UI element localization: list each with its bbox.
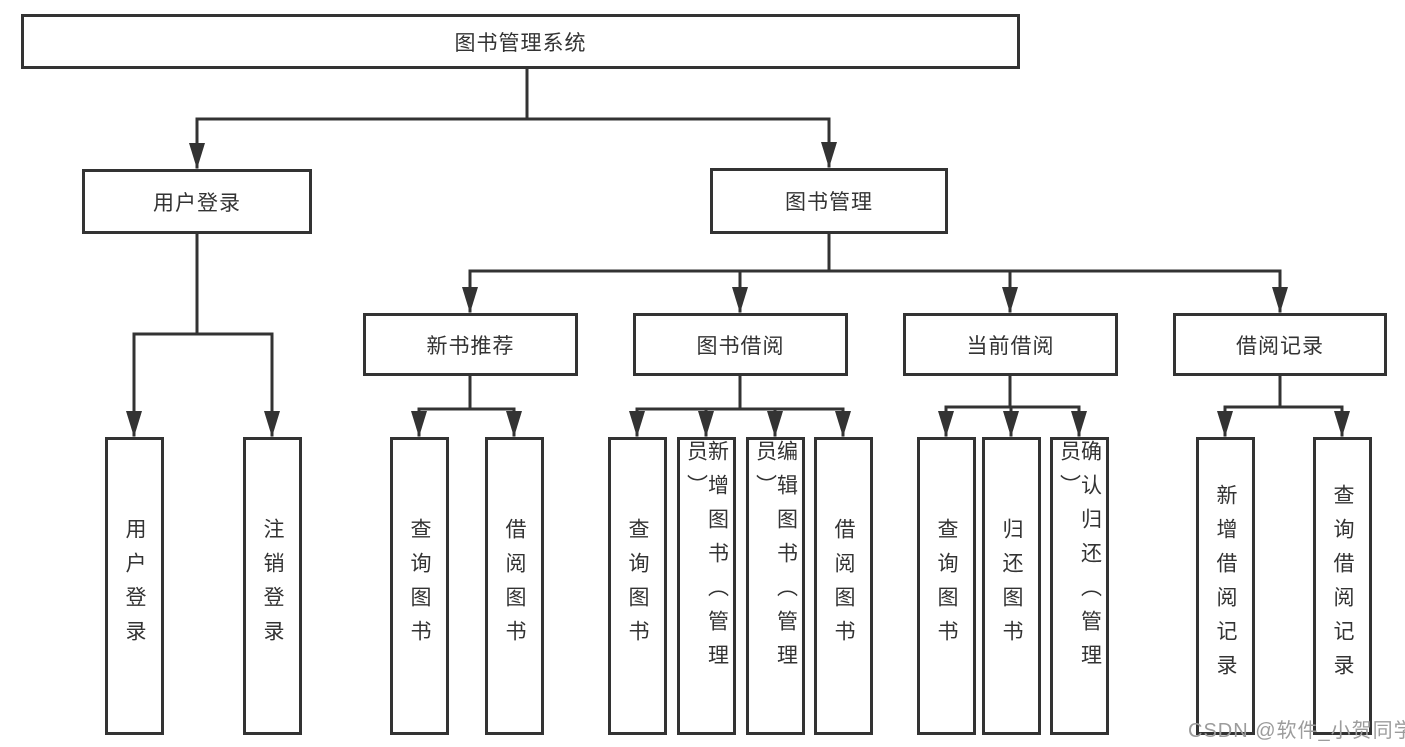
node-label: 查询图书 — [935, 518, 958, 654]
node-label: 新增借阅记录 — [1214, 484, 1237, 688]
node-label: 查询图书 — [626, 518, 649, 654]
node-label: 借阅记录 — [1236, 334, 1324, 358]
node-label: 图书管理 — [785, 191, 873, 214]
leaf-query-books-2: 查询图书 — [608, 437, 667, 735]
node-current-borrow: 当前借阅 — [903, 313, 1118, 376]
node-book-management: 图书管理 — [710, 168, 948, 234]
node-label: 用户登录 — [123, 518, 146, 654]
leaf-add-borrow-record: 新增借阅记录 — [1196, 437, 1255, 735]
node-book-borrow: 图书借阅 — [633, 313, 848, 376]
leaf-user-login: 用户登录 — [105, 437, 164, 735]
node-label: 注销登录 — [261, 518, 284, 654]
leaf-edit-book-admin: 编辑图书（管理员） — [746, 437, 805, 735]
node-label: 查询借阅记录 — [1331, 484, 1354, 688]
node-label: 图书管理系统 — [454, 31, 587, 55]
leaf-query-borrow-record: 查询借阅记录 — [1313, 437, 1372, 735]
leaf-borrow-books-1: 借阅图书 — [485, 437, 544, 735]
node-label: 用户登录 — [153, 191, 241, 215]
node-label: 查询图书 — [408, 518, 431, 654]
node-label: 借阅图书 — [503, 518, 526, 654]
leaf-return-book: 归还图书 — [982, 437, 1041, 735]
node-new-book-recommend: 新书推荐 — [363, 313, 578, 376]
leaf-add-book-admin: 新增图书（管理员） — [677, 437, 736, 735]
node-label: 归还图书 — [1000, 518, 1023, 654]
node-borrow-records: 借阅记录 — [1173, 313, 1387, 376]
leaf-logout-login: 注销登录 — [243, 437, 302, 735]
node-label: 图书借阅 — [696, 334, 785, 358]
node-user-login: 用户登录 — [82, 169, 312, 234]
node-label: 借阅图书 — [832, 518, 855, 654]
node-label: 当前借阅 — [966, 334, 1055, 358]
node-label: 编辑图书（管理员） — [753, 440, 798, 678]
leaf-confirm-return-admin: 确认归还（管理员） — [1050, 437, 1109, 735]
node-label: 新书推荐 — [426, 334, 515, 358]
node-label: 新增图书（管理员） — [684, 440, 729, 678]
node-label: 确认归还（管理员） — [1057, 440, 1102, 678]
node-library-management-system: 图书管理系统 — [21, 14, 1020, 69]
leaf-query-books-3: 查询图书 — [917, 437, 976, 735]
leaf-query-books-1: 查询图书 — [390, 437, 449, 735]
leaf-borrow-books-2: 借阅图书 — [814, 437, 873, 735]
csdn-watermark: CSDN @软件_小贺同学 — [1188, 720, 1405, 742]
